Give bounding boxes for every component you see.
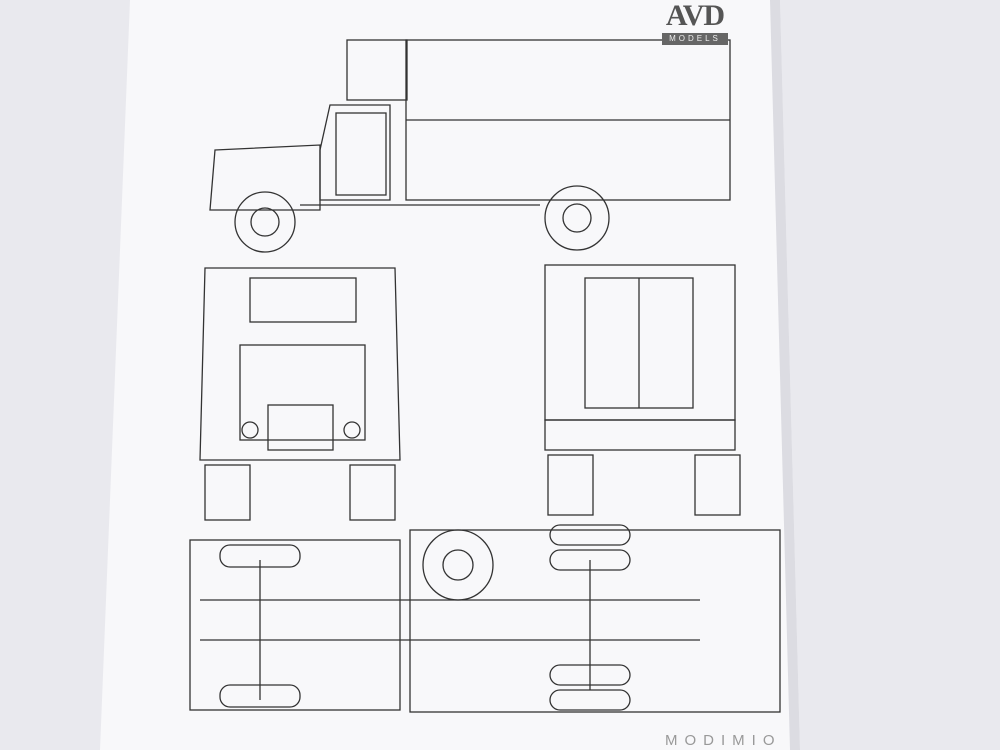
underside-view-drawing bbox=[189, 524, 781, 713]
side-view-drawing bbox=[209, 39, 731, 253]
paper-sheet bbox=[100, 0, 800, 750]
logo-sub-text: MODELS bbox=[662, 33, 728, 45]
paper-edge-shadow bbox=[770, 0, 800, 750]
front-view-drawing bbox=[199, 267, 401, 521]
rear-view-drawing bbox=[544, 264, 741, 516]
logo-main-text: AVD bbox=[665, 0, 725, 32]
watermark: MODIMIO bbox=[665, 732, 782, 749]
avd-models-logo: AVD MODELS bbox=[662, 0, 728, 45]
